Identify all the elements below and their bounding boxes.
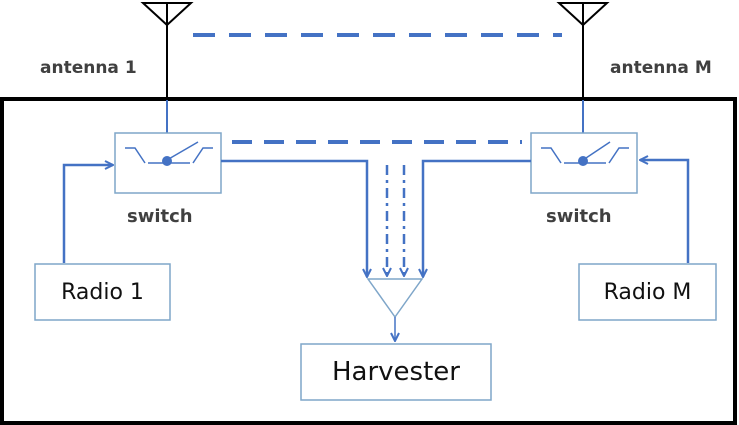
harvester-label: Harvester xyxy=(332,357,460,387)
radio-m-feed-arrow xyxy=(640,160,690,263)
left-switch-to-harvester-arrow xyxy=(221,159,367,277)
switch-right-label: switch xyxy=(546,206,612,227)
antenna-1-label: antenna 1 xyxy=(40,58,137,78)
radio-m-box xyxy=(578,263,717,321)
radio-1-feed-arrow xyxy=(62,165,113,263)
switch-left-icon xyxy=(114,132,222,194)
switch-right-icon xyxy=(530,132,638,194)
harvester-box xyxy=(300,343,492,401)
system-frame xyxy=(0,97,737,425)
radio-1-label: Radio 1 xyxy=(61,279,144,305)
radio-1-box xyxy=(34,263,171,321)
radio-m-label: Radio M xyxy=(603,279,692,305)
right-switch-to-harvester-arrow xyxy=(423,159,531,277)
combiner-icon xyxy=(366,278,424,319)
switch-left-label: switch xyxy=(127,206,193,227)
antenna-m-label: antenna M xyxy=(610,58,712,78)
